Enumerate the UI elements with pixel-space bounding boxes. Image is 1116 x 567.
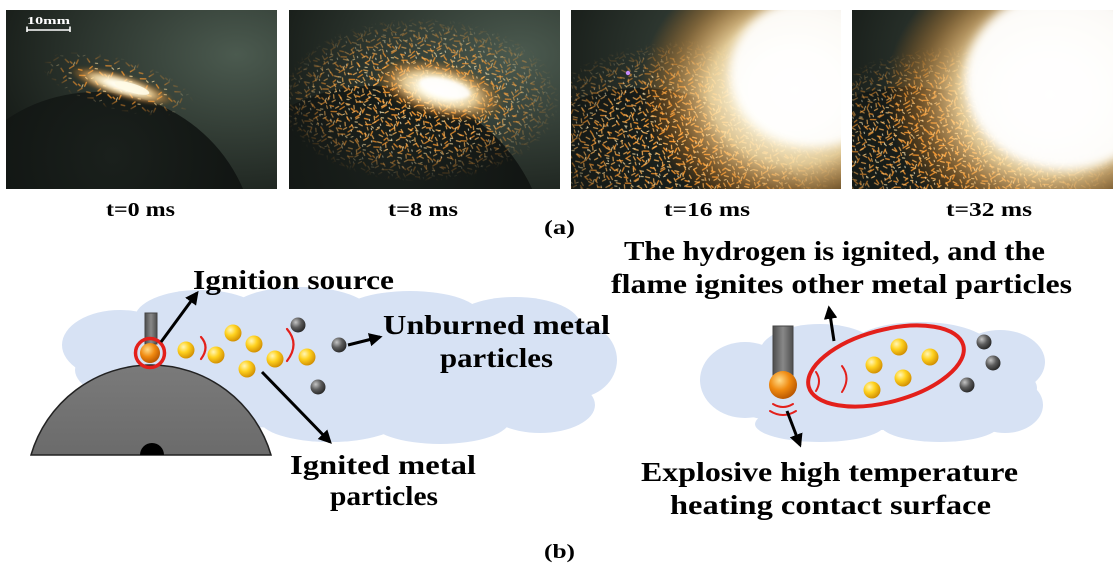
- ignited-particle: [177, 341, 195, 359]
- left-scheme: Ignition source Unburned metal particles…: [29, 265, 617, 511]
- ignited-particle: [238, 360, 256, 378]
- frame-time-label-3: t=16 ms: [664, 199, 750, 221]
- frame-photo-2: [289, 10, 560, 189]
- unburned-particle: [976, 334, 992, 350]
- ignition-source-arrow: [159, 290, 199, 343]
- flame-wave-arcs: [199, 327, 295, 363]
- ignited-particle: [298, 348, 316, 366]
- unburned-particle: [310, 379, 326, 395]
- ignited-particle: [207, 346, 225, 364]
- panel-a-label: (a): [544, 217, 575, 239]
- ignition-source-ring: [133, 336, 167, 370]
- frame-photo-3: [571, 10, 841, 189]
- ignited-label-line-2: particles: [330, 481, 438, 511]
- ignited-particle: [224, 324, 242, 342]
- left-arrows: [159, 290, 383, 444]
- ignition-sphere: [140, 343, 160, 363]
- hydrogen-ignited-label-line-1: The hydrogen is ignited, and the: [624, 236, 1045, 266]
- unburned-label-line-2: particles: [440, 343, 553, 373]
- ignition-source-label: Ignition source: [193, 265, 394, 295]
- panel-b: Ignition source Unburned metal particles…: [29, 236, 1072, 563]
- ignited-particles: [177, 324, 316, 378]
- explosive-label-line-1: Explosive high temperature: [641, 457, 1018, 487]
- unburned-particle: [959, 377, 975, 393]
- heat-arcs: [769, 403, 797, 416]
- plasma-spot: [625, 70, 631, 76]
- scale-bar: [26, 26, 71, 32]
- frame-time-label-4: t=32 ms: [946, 199, 1032, 221]
- ignited-particle: [863, 381, 881, 399]
- ignited-particle: [245, 335, 263, 353]
- scale-bar-label: 10mm: [27, 15, 70, 27]
- right-arrows: [785, 305, 838, 448]
- frame-time-label-1: t=0 ms: [106, 199, 175, 221]
- unburned-particle: [331, 337, 347, 353]
- flame-wave-arcs: [815, 365, 848, 393]
- ignition-core: [419, 77, 471, 99]
- flame-core: [965, 10, 1113, 170]
- ignited-particle: [921, 348, 939, 366]
- unburned-particles: [959, 334, 1001, 393]
- flame-core: [730, 10, 841, 147]
- ignited-particles: [863, 338, 939, 399]
- ignited-particle: [865, 356, 883, 374]
- ignited-label-line-1: Ignited metal: [290, 450, 477, 480]
- panel-a: 10mm: [6, 10, 1113, 239]
- right-scheme: The hydrogen is ignited, and the flame i…: [611, 236, 1072, 520]
- explosive-label-line-2: heating contact surface: [670, 490, 991, 520]
- disk-hub: [140, 443, 164, 455]
- ignited-particle: [894, 369, 912, 387]
- panel-b-label: (b): [544, 541, 575, 563]
- hydrogen-ignited-label-line-2: flame ignites other metal particles: [611, 269, 1072, 299]
- unburned-particles: [290, 317, 347, 395]
- frame-time-label-2: t=8 ms: [388, 199, 458, 221]
- frame-photo-1: 10mm: [6, 10, 277, 189]
- unburned-label-line-1: Unburned metal: [383, 310, 611, 340]
- hydrogen-ignited-arrow: [823, 305, 838, 342]
- frame-photo-4: [852, 10, 1113, 189]
- ignition-sphere: [769, 371, 797, 399]
- unburned-particle: [290, 317, 306, 333]
- ignition-rod: [772, 325, 794, 377]
- ignition-core: [114, 81, 150, 95]
- unburned-particles-arrow: [347, 333, 383, 347]
- explosive-heating-arrow: [785, 410, 803, 448]
- unburned-particle: [985, 355, 1001, 371]
- ignited-particle: [890, 338, 908, 356]
- ignited-particles-arrow: [260, 370, 332, 444]
- ignited-zone-ring: [806, 323, 966, 409]
- ignited-particle: [266, 350, 284, 368]
